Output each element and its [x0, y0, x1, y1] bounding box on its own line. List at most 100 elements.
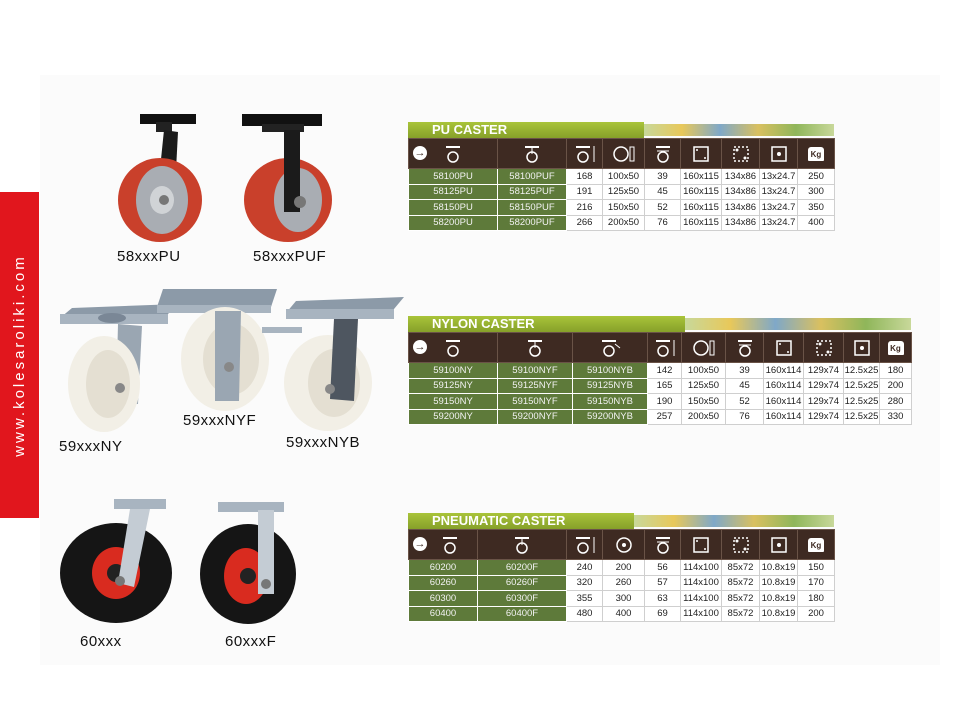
value-cell: 76: [644, 214, 681, 231]
value-cell: 114x100: [680, 574, 722, 591]
value-cell: 129x74: [803, 393, 844, 410]
value-cell: 350: [797, 199, 835, 216]
value-cell: 266: [566, 214, 603, 231]
value-cell: 39: [644, 168, 681, 185]
model-cell: 59200NY: [408, 408, 498, 425]
load-weight-icon: Kg: [808, 537, 824, 552]
product-label: 58xxxPUF: [253, 248, 327, 265]
value-cell: 13x24.7: [759, 214, 798, 231]
product-label: 59xxxNYB: [286, 434, 361, 451]
value-cell: 180: [797, 590, 835, 607]
model-cell: 59150NYB: [572, 393, 648, 410]
value-cell: 10.8x19: [759, 574, 798, 591]
model-cell: 59100NY: [408, 362, 498, 379]
bolt-hole-icon: [770, 536, 787, 553]
value-cell: 100x50: [602, 168, 645, 185]
value-cell: 129x74: [803, 362, 844, 379]
value-cell: 13x24.7: [759, 183, 798, 200]
load-weight-icon: Kg: [887, 340, 904, 355]
value-cell: 160x114: [763, 408, 804, 425]
product-label: 59xxxNYF: [183, 412, 257, 429]
value-cell: 150x50: [602, 199, 645, 216]
arrow-right-icon: →: [413, 146, 427, 160]
model-cell: 58125PUF: [497, 183, 567, 200]
wheel-size-icon: [612, 145, 634, 162]
value-cell: 114x100: [680, 605, 722, 622]
load-weight-icon: Kg: [808, 146, 824, 161]
model-cell: 60400F: [477, 605, 567, 622]
value-cell: 13x24.7: [759, 199, 798, 216]
fixed-caster-icon: [515, 536, 529, 554]
product-image-60xxxf: [196, 500, 302, 628]
model-cell: 58200PUF: [497, 214, 567, 231]
value-cell: 180: [879, 362, 912, 379]
value-cell: 52: [725, 393, 764, 410]
value-cell: 150: [797, 559, 835, 576]
model-cell: 59150NYF: [497, 393, 573, 410]
table-header-row: → Kg: [408, 332, 912, 363]
value-cell: 280: [879, 393, 912, 410]
value-cell: 150x50: [681, 393, 726, 410]
height-icon: [575, 145, 594, 163]
model-cell: 58150PUF: [497, 199, 567, 216]
product-image-59xxxnyf: [155, 283, 279, 413]
model-cell: 60300F: [477, 590, 567, 607]
hole-spacing-icon: [732, 145, 749, 162]
value-cell: 57: [644, 574, 681, 591]
product-image-58xxxpu: [104, 112, 216, 244]
value-cell: 12.5x25: [843, 393, 880, 410]
value-cell: 160x115: [680, 199, 722, 216]
value-cell: 200x50: [602, 214, 645, 231]
model-cell: 58200PU: [408, 214, 498, 231]
product-label: 60xxx: [80, 633, 122, 650]
model-cell: 60200F: [477, 559, 567, 576]
value-cell: 216: [566, 199, 603, 216]
value-cell: 200x50: [681, 408, 726, 425]
model-cell: 59125NYB: [572, 377, 648, 394]
value-cell: 257: [647, 408, 682, 425]
table-header-row: → Kg: [408, 529, 835, 560]
model-cell: 59200NYF: [497, 408, 573, 425]
value-cell: 160x114: [763, 393, 804, 410]
product-image-58xxxpuf: [240, 112, 340, 244]
value-cell: 400: [602, 605, 645, 622]
model-cell: 58100PU: [408, 168, 498, 185]
value-cell: 160x114: [763, 362, 804, 379]
model-cell: 58150PU: [408, 199, 498, 216]
model-cell: 59100NYB: [572, 362, 648, 379]
value-cell: 191: [566, 183, 603, 200]
value-cell: 260: [602, 574, 645, 591]
product-image-59xxxny: [58, 284, 182, 434]
value-cell: 12.5x25: [843, 362, 880, 379]
value-cell: 45: [644, 183, 681, 200]
product-label: 60xxxF: [225, 633, 277, 650]
value-cell: 10.8x19: [759, 590, 798, 607]
title-decoration: [644, 124, 834, 136]
model-cell: 60260: [408, 574, 478, 591]
value-cell: 45: [725, 377, 764, 394]
model-cell: 59125NYF: [497, 377, 573, 394]
value-cell: 160x114: [763, 377, 804, 394]
value-cell: 85x72: [721, 574, 760, 591]
value-cell: 355: [566, 590, 603, 607]
website-url: www.kolesaroliki.com: [11, 253, 29, 457]
table-title: NYLON CASTER: [408, 316, 685, 332]
value-cell: 114x100: [680, 559, 722, 576]
value-cell: 76: [725, 408, 764, 425]
arrow-right-icon: →: [413, 340, 427, 354]
arrow-right-icon: →: [413, 537, 427, 551]
table-title: PU CASTER: [408, 122, 644, 138]
table-header-row: → Kg: [408, 138, 835, 169]
fixed-caster-icon: [528, 339, 542, 357]
model-cell: 60260F: [477, 574, 567, 591]
